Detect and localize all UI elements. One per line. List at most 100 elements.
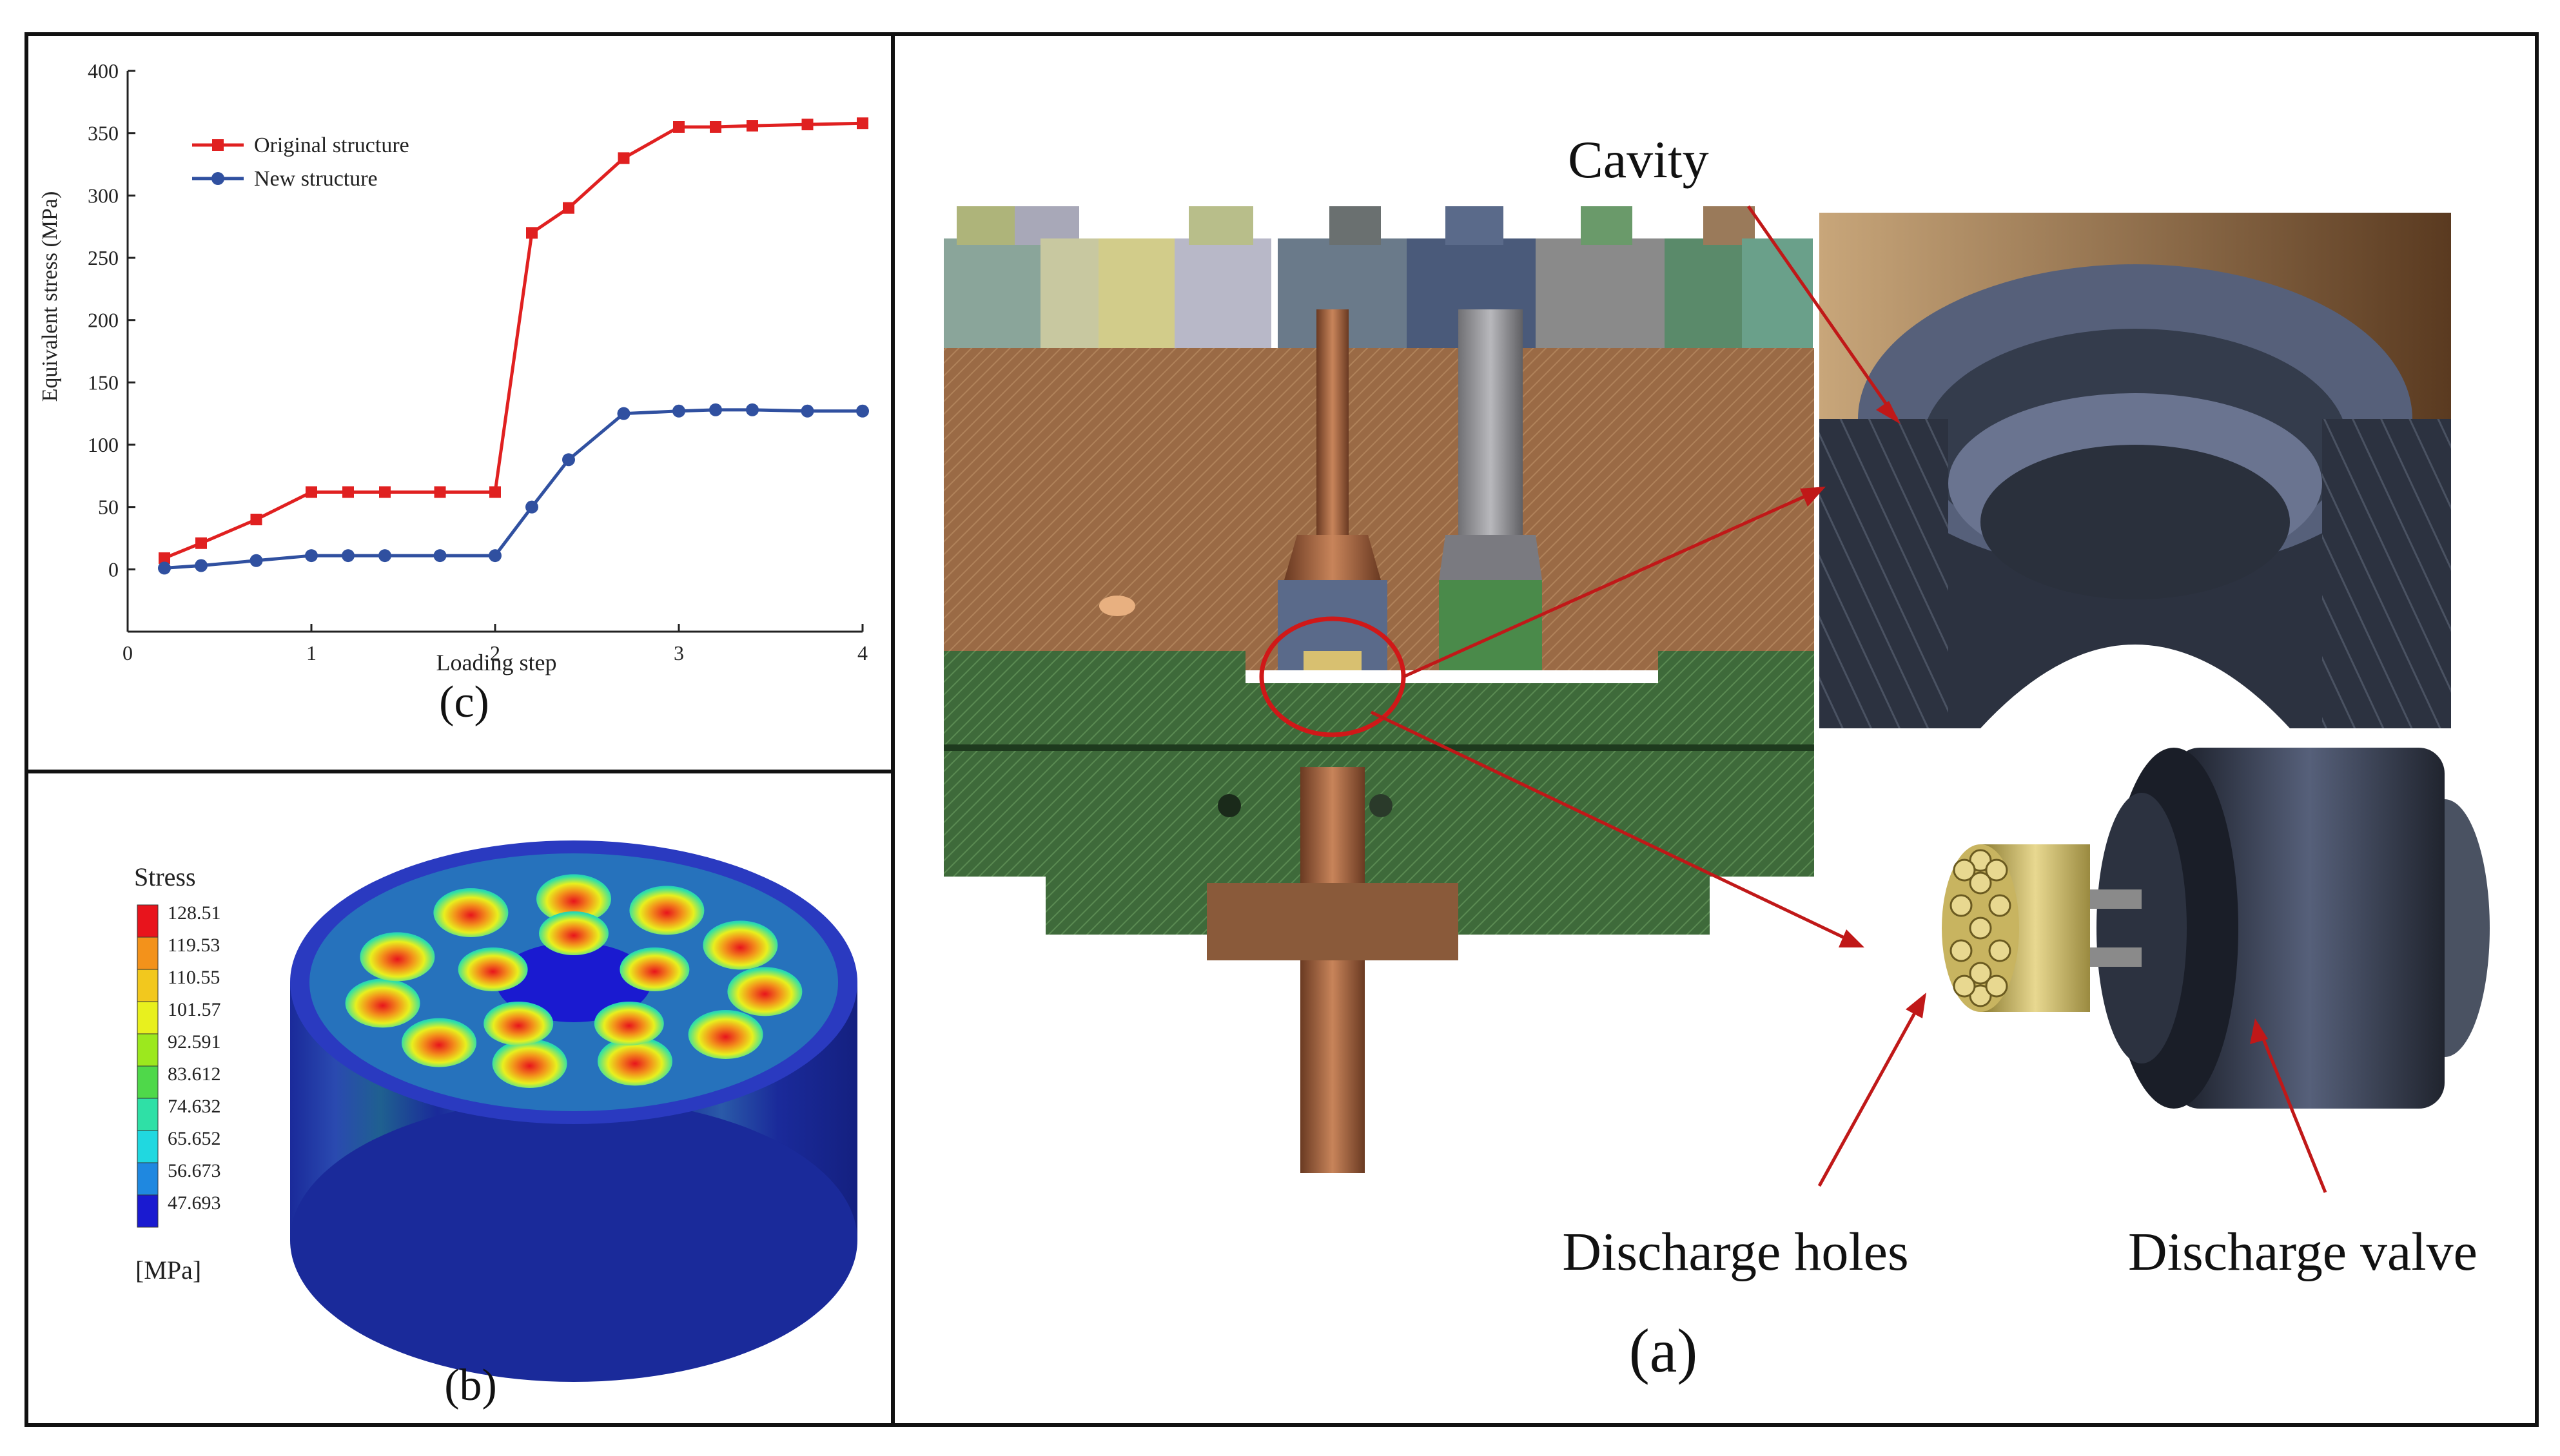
x-tick-label: 4: [857, 641, 868, 665]
data-point: [379, 486, 391, 498]
data-point: [709, 403, 722, 416]
panel-a-frame: [891, 32, 2539, 1427]
valve-hole: [1953, 975, 1976, 998]
data-point: [747, 120, 758, 132]
contour-hole: [484, 1002, 554, 1045]
data-point: [342, 486, 354, 498]
data-point: [673, 121, 685, 133]
y-tick-label: 150: [88, 371, 119, 394]
data-point: [710, 121, 721, 133]
valve-discharge-holes: [1949, 849, 2011, 1007]
data-point: [159, 552, 170, 564]
panel-a-label: (a): [1628, 1316, 1698, 1385]
stress-legend-unit: [MPa]: [135, 1256, 201, 1285]
data-point: [489, 549, 502, 563]
contour-hole: [688, 1010, 763, 1059]
data-point: [801, 119, 814, 131]
legend-value: 74.632: [168, 1096, 221, 1117]
valve-hole: [1985, 975, 2008, 998]
data-point: [250, 514, 262, 525]
legend-value: 92.591: [168, 1031, 221, 1053]
legend-value: 47.693: [168, 1192, 221, 1214]
data-point: [617, 407, 630, 420]
valve-hole: [1969, 962, 1992, 985]
discharge-assembly-figure: Cavity Discharge holes Discharge valve: [944, 130, 2490, 1282]
contour-hole: [492, 1039, 567, 1088]
valve-hole: [1949, 894, 1973, 917]
legend-color-swatch: [137, 1130, 159, 1163]
data-point: [158, 561, 171, 575]
cavity-image: [1819, 213, 2451, 728]
discharge-holes-label: Discharge holes: [1562, 1222, 1908, 1282]
panel-b-label: (b): [444, 1361, 497, 1410]
data-point: [489, 486, 501, 498]
data-point: [801, 404, 814, 418]
legend-label: Original structure: [254, 133, 409, 157]
legend-value: 119.53: [168, 935, 220, 956]
legend-color-swatch: [137, 1001, 159, 1034]
x-tick-label: 2: [490, 641, 500, 665]
contour-hole: [703, 920, 778, 970]
series-line-1: [164, 408, 863, 570]
valve-hole: [1988, 939, 2011, 962]
legend-color-swatch: [137, 1098, 159, 1131]
valve-hole: [1969, 917, 1992, 940]
data-point: [672, 404, 685, 418]
legend-label: New structure: [254, 167, 378, 191]
valve-hole: [1953, 859, 1976, 882]
legend-value: 56.673: [168, 1160, 221, 1181]
x-axis-label: Loading step: [436, 650, 557, 675]
x-tick-label: 0: [122, 641, 133, 665]
data-point: [195, 559, 208, 572]
data-point: [526, 227, 538, 239]
data-point: [434, 486, 446, 498]
data-point: [525, 500, 538, 514]
valve-hole: [1969, 871, 1992, 895]
legend-color-swatch: [137, 1162, 159, 1196]
legend-color-swatch: [137, 937, 159, 970]
data-point: [433, 549, 447, 563]
legend-value: 110.55: [168, 967, 220, 988]
callout-arrowheads: [1800, 401, 2268, 1044]
contour-hole: [458, 947, 528, 991]
y-tick-label: 350: [88, 122, 119, 145]
y-tick-label: 50: [98, 496, 119, 519]
data-point: [195, 537, 207, 549]
y-tick-label: 0: [108, 558, 119, 581]
stress-legend-title: Stress: [134, 862, 196, 891]
legend-value: 83.612: [168, 1063, 221, 1085]
chart-series: [158, 117, 869, 575]
data-point: [306, 486, 317, 498]
contour-hole: [536, 874, 611, 924]
x-tick-label: 1: [306, 641, 317, 665]
y-tick-label: 100: [88, 433, 119, 456]
stress-legend: 128.51119.53110.55101.5792.59183.61274.6…: [137, 902, 221, 1228]
data-point: [342, 549, 355, 563]
legend-color-swatch: [137, 969, 159, 1002]
contour-holes: [345, 874, 803, 1088]
legend-value: 65.652: [168, 1128, 221, 1149]
contour-hole: [620, 947, 690, 991]
legend-marker: [212, 139, 224, 151]
valve-hole: [1988, 894, 2011, 917]
contour-hole: [402, 1018, 476, 1067]
y-tick-label: 300: [88, 184, 119, 207]
contour-hole: [433, 888, 509, 937]
contour-hole: [345, 978, 420, 1028]
lower-block: [944, 651, 1814, 935]
legend-value: 101.57: [168, 999, 221, 1020]
panel-c-label: (c): [439, 677, 489, 727]
chart-axes: [126, 71, 863, 633]
legend-marker: [211, 172, 224, 185]
legend-color-swatch: [137, 1194, 159, 1228]
cavity-label: Cavity: [1568, 130, 1709, 189]
y-tick-label: 200: [88, 309, 119, 332]
discharge-valve-image: [1942, 748, 2490, 1109]
valve-hole: [1949, 939, 1973, 962]
cylinder-model: [290, 840, 857, 1382]
y-axis-label: Equivalent stress (MPa): [38, 191, 62, 402]
y-tick-label: 400: [88, 59, 119, 83]
